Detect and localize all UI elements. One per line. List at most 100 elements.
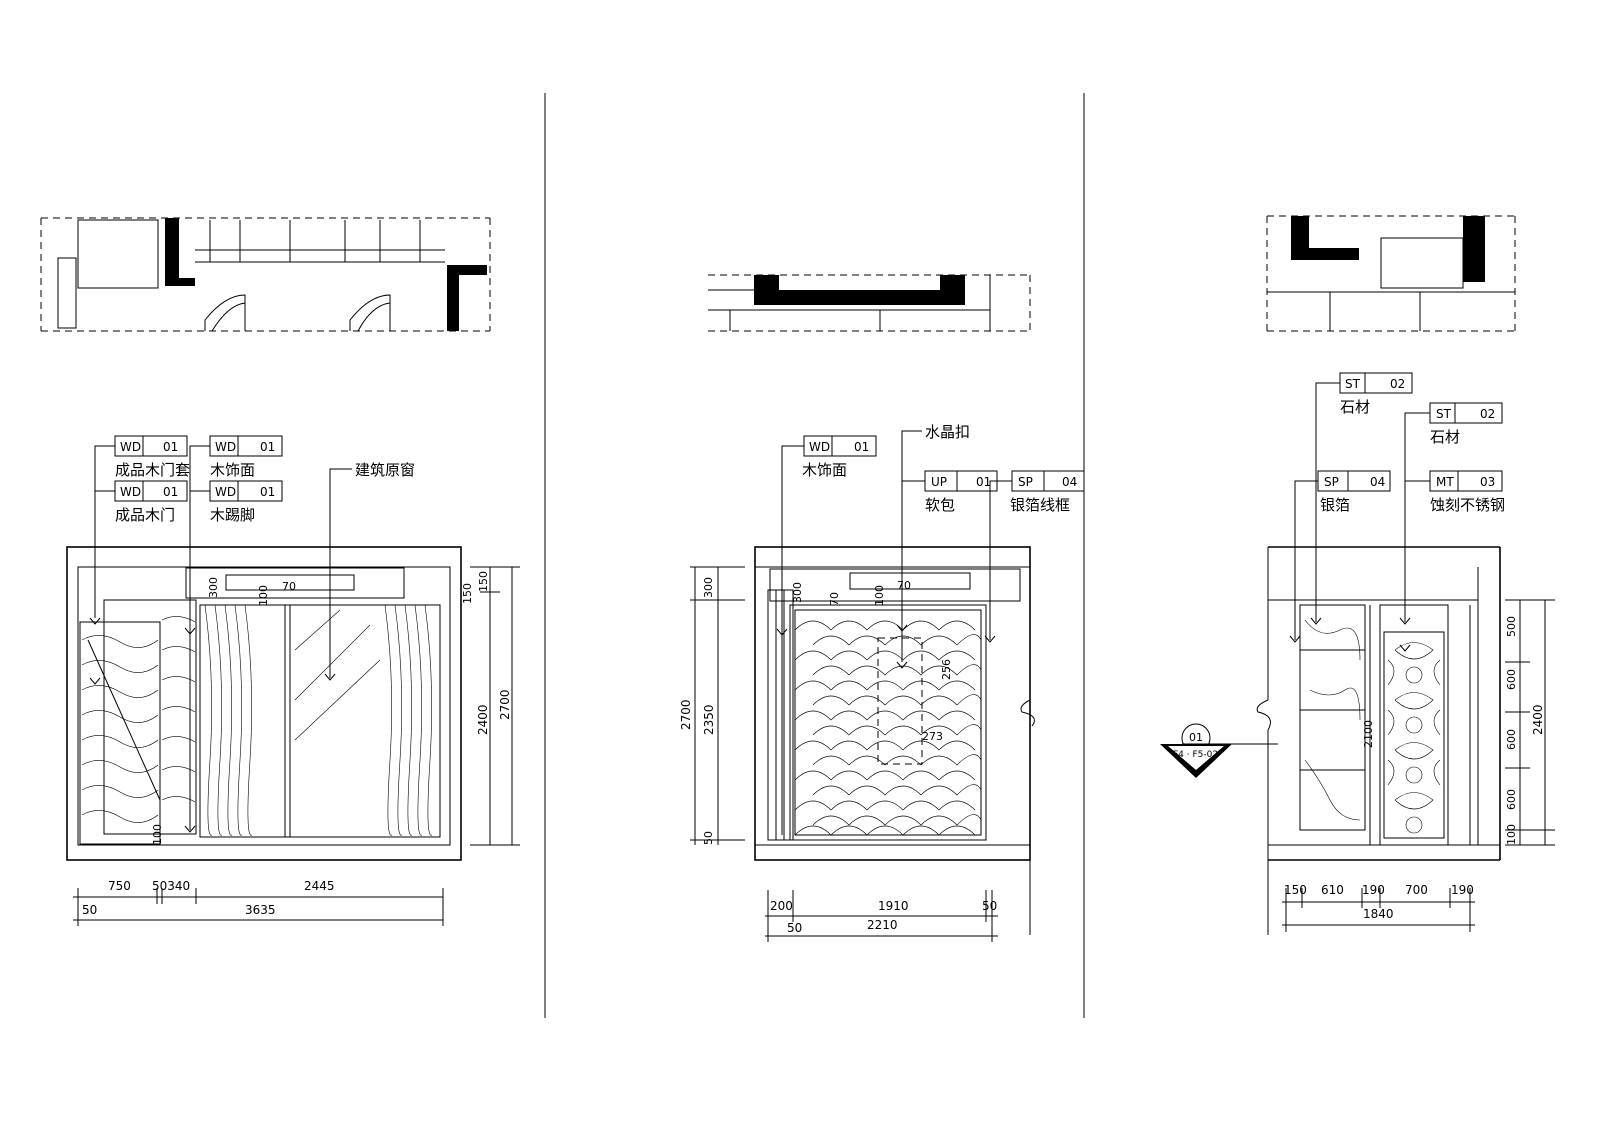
svg-text:600: 600 bbox=[1505, 729, 1518, 750]
svg-text:ST: ST bbox=[1436, 407, 1452, 421]
svg-text:2445: 2445 bbox=[304, 879, 335, 893]
svg-text:100: 100 bbox=[873, 585, 886, 606]
svg-text:木饰面: 木饰面 bbox=[210, 461, 255, 479]
tag-wd01-wood-veneer: WD 01 木饰面 bbox=[209, 435, 283, 479]
svg-text:蚀刻不锈钢: 蚀刻不锈钢 bbox=[1430, 496, 1505, 514]
label-crystal-button: 水晶扣 bbox=[925, 423, 970, 441]
svg-text:WD: WD bbox=[120, 440, 141, 454]
svg-text:600: 600 bbox=[1505, 789, 1518, 810]
svg-text:WD: WD bbox=[215, 485, 236, 499]
svg-text:2210: 2210 bbox=[867, 918, 898, 932]
dims-elevation-3: 500 600 600 600 100 2400 2100 150 610 19… bbox=[1284, 616, 1545, 921]
svg-text:100: 100 bbox=[257, 585, 270, 606]
svg-text:01: 01 bbox=[854, 440, 869, 454]
svg-text:SP: SP bbox=[1324, 475, 1339, 489]
elevation-3: 01 F4 · F5-02 bbox=[1160, 382, 1555, 935]
svg-text:1840: 1840 bbox=[1363, 907, 1394, 921]
svg-text:04: 04 bbox=[1370, 475, 1385, 489]
svg-text:500: 500 bbox=[1505, 616, 1518, 637]
svg-text:MT: MT bbox=[1436, 475, 1454, 489]
svg-text:UP: UP bbox=[931, 475, 947, 489]
svg-text:2400: 2400 bbox=[476, 704, 490, 735]
svg-text:700: 700 bbox=[1405, 883, 1428, 897]
svg-text:F4 · F5-02: F4 · F5-02 bbox=[1173, 750, 1218, 760]
tag-mt03: MT 03 蚀刻不锈钢 bbox=[1429, 470, 1505, 514]
svg-text:2100: 2100 bbox=[1362, 720, 1375, 748]
original-window bbox=[199, 604, 441, 838]
tag-st02-b: ST 02 石材 bbox=[1429, 402, 1503, 446]
svg-text:WD: WD bbox=[215, 440, 236, 454]
svg-text:银箔: 银箔 bbox=[1320, 496, 1350, 514]
svg-text:软包: 软包 bbox=[925, 496, 955, 514]
svg-text:01: 01 bbox=[260, 485, 275, 499]
svg-text:70: 70 bbox=[828, 592, 841, 606]
tag-up01: UP 01 软包 bbox=[924, 470, 998, 514]
svg-text:190: 190 bbox=[1451, 883, 1474, 897]
svg-text:50: 50 bbox=[702, 831, 715, 845]
svg-text:ST: ST bbox=[1345, 377, 1361, 391]
svg-text:石材: 石材 bbox=[1340, 398, 1370, 416]
svg-text:200: 200 bbox=[770, 899, 793, 913]
svg-text:WD: WD bbox=[809, 440, 830, 454]
svg-text:50: 50 bbox=[82, 903, 97, 917]
svg-text:04: 04 bbox=[1062, 475, 1077, 489]
svg-text:150: 150 bbox=[477, 571, 490, 592]
label-original-window: 建筑原窗 bbox=[355, 461, 415, 479]
svg-text:190: 190 bbox=[1362, 883, 1385, 897]
svg-text:100: 100 bbox=[151, 824, 164, 845]
svg-text:石材: 石材 bbox=[1430, 428, 1460, 446]
svg-text:1910: 1910 bbox=[878, 899, 909, 913]
svg-text:256: 256 bbox=[940, 659, 953, 680]
svg-text:610: 610 bbox=[1321, 883, 1344, 897]
plan-strip-right bbox=[1266, 215, 1516, 332]
section-marker: 01 F4 · F5-02 bbox=[1160, 723, 1278, 778]
svg-text:01: 01 bbox=[1189, 731, 1203, 744]
svg-text:银箔线框: 银箔线框 bbox=[1010, 496, 1070, 514]
stone-panel bbox=[1299, 604, 1366, 831]
svg-text:WD: WD bbox=[120, 485, 141, 499]
soft-panel bbox=[789, 604, 987, 841]
svg-text:2350: 2350 bbox=[702, 704, 716, 735]
elevation-1 bbox=[66, 445, 520, 861]
svg-text:03: 03 bbox=[1480, 475, 1495, 489]
svg-text:150: 150 bbox=[461, 583, 474, 604]
elevation-2 bbox=[690, 430, 1035, 942]
svg-text:成品木门: 成品木门 bbox=[115, 506, 175, 524]
svg-text:01: 01 bbox=[163, 485, 178, 499]
svg-text:50: 50 bbox=[787, 921, 802, 935]
plan-strip-center bbox=[708, 274, 1031, 332]
svg-text:2700: 2700 bbox=[679, 699, 693, 730]
svg-text:01: 01 bbox=[260, 440, 275, 454]
svg-text:2700: 2700 bbox=[498, 689, 512, 720]
svg-text:70: 70 bbox=[897, 579, 911, 592]
svg-text:300: 300 bbox=[207, 577, 220, 598]
svg-text:木饰面: 木饰面 bbox=[802, 461, 847, 479]
svg-text:3635: 3635 bbox=[245, 903, 276, 917]
svg-text:SP: SP bbox=[1018, 475, 1033, 489]
svg-text:01: 01 bbox=[976, 475, 991, 489]
tag-wd01-wood-door: WD 01 成品木门 bbox=[114, 480, 188, 524]
svg-text:150: 150 bbox=[1284, 883, 1307, 897]
svg-text:01: 01 bbox=[163, 440, 178, 454]
svg-text:70: 70 bbox=[282, 580, 296, 593]
plan-strip-left bbox=[40, 217, 491, 332]
svg-text:02: 02 bbox=[1390, 377, 1405, 391]
dims-elevation-2: 300 2700 2350 50 300 70 100 70 256 273 2… bbox=[679, 577, 997, 935]
tag-wd01-skirting: WD 01 木踢脚 bbox=[209, 480, 283, 524]
svg-text:02: 02 bbox=[1480, 407, 1495, 421]
quilted-pattern bbox=[794, 620, 982, 836]
etched-steel-panel bbox=[1379, 604, 1449, 846]
tag-wd01-veneer-2: WD 01 木饰面 bbox=[802, 435, 877, 479]
svg-text:50340: 50340 bbox=[152, 879, 190, 893]
dims-elevation-1: 300 70 100 150 150 2400 2700 100 750 503… bbox=[73, 571, 512, 926]
svg-text:273: 273 bbox=[922, 730, 943, 743]
svg-text:600: 600 bbox=[1505, 669, 1518, 690]
svg-text:750: 750 bbox=[108, 879, 131, 893]
wood-door bbox=[79, 621, 161, 845]
tag-st02-a: ST 02 石材 bbox=[1339, 372, 1413, 416]
svg-text:300: 300 bbox=[791, 582, 804, 603]
tag-wd01-door-frame: WD 01 成品木门套 bbox=[114, 435, 190, 479]
svg-text:100: 100 bbox=[1505, 824, 1518, 845]
svg-text:2400: 2400 bbox=[1531, 704, 1545, 735]
svg-text:木踢脚: 木踢脚 bbox=[210, 506, 255, 524]
